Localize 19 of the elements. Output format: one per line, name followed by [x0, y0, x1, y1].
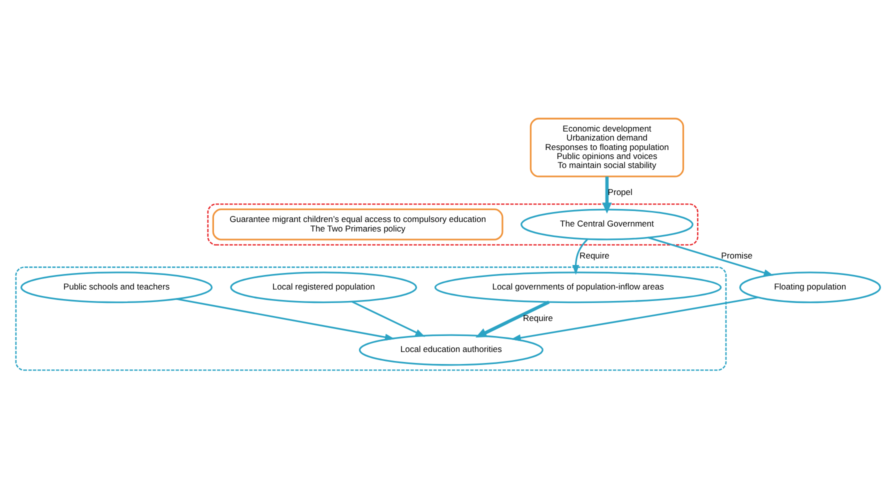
arrow: [648, 236, 774, 276]
edge-label: Promise: [721, 250, 752, 260]
arrow: [602, 176, 612, 214]
node-box: Economic development Urbanization demand Responses to floating population Public opinions and voices To maintain social stability: [530, 118, 684, 178]
arrow: [176, 298, 395, 341]
node-ellipse: The Central Government: [520, 208, 694, 240]
arrow: [476, 300, 550, 338]
edge-label: Propel: [608, 187, 632, 198]
node-ellipse: Floating population: [739, 272, 881, 304]
node-ellipse: Local governments of population-inflow areas: [434, 272, 722, 304]
arrow: [352, 300, 426, 337]
edge-label: Require: [580, 250, 610, 260]
cluster: [15, 266, 727, 371]
arrow: [510, 296, 758, 342]
node-box: Guarantee migrant children’s equal access to compulsory education The Two Primaries policy: [212, 208, 504, 240]
node-ellipse: Local registered population: [230, 272, 418, 304]
node-ellipse: Public schools and teachers: [20, 272, 213, 304]
edge-label: Require: [523, 312, 553, 323]
arrow: [572, 238, 588, 275]
